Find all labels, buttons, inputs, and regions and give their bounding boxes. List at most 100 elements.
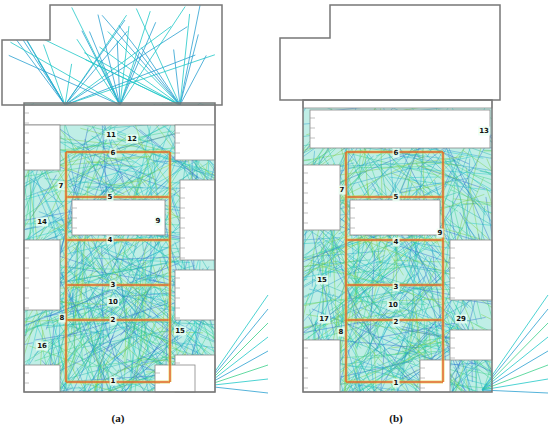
ray-line: [394, 360, 488, 392]
ray-line: [66, 240, 98, 304]
ray-line: [110, 181, 141, 185]
wall-tick: [450, 248, 455, 249]
ray-line: [59, 256, 90, 266]
callout-number: 2: [110, 316, 117, 325]
ray-line: [457, 134, 485, 240]
wall-tick: [175, 308, 180, 309]
callout-number: 6: [110, 149, 117, 158]
wall-tick: [450, 278, 455, 279]
ray-line: [72, 7, 120, 105]
callout-number: 10: [107, 298, 119, 307]
wall-tick: [175, 318, 180, 319]
corridor-line: [66, 197, 170, 198]
ray-line: [469, 361, 492, 392]
ray-line: [117, 41, 120, 105]
ray-line: [126, 257, 169, 326]
wall-tick: [175, 288, 180, 289]
wall-tick: [180, 188, 185, 189]
corridor-band: [66, 239, 170, 242]
callout-number: 1: [393, 379, 400, 388]
corridor-line: [170, 152, 171, 382]
corridor-line: [66, 152, 67, 382]
corridor-band: [65, 152, 68, 382]
ray-line: [402, 346, 442, 349]
ray-line: [111, 256, 215, 329]
ray-line: [122, 338, 215, 392]
wall-tick: [180, 198, 185, 199]
ray-line: [99, 47, 180, 105]
wall-tick: [180, 248, 185, 249]
ray-line: [303, 227, 334, 316]
wall-tick: [155, 373, 160, 374]
wall-tick: [72, 218, 77, 219]
ray-line: [303, 264, 340, 304]
corridor-band: [442, 152, 445, 382]
ray-line: [84, 53, 180, 105]
corridor-line: [66, 285, 170, 286]
corridor-line: [66, 320, 170, 321]
callout-number: 1: [110, 377, 117, 386]
ray-line: [68, 323, 118, 386]
ray-line: [368, 298, 384, 355]
corridor-band: [66, 319, 170, 322]
wall-tick: [175, 143, 180, 144]
wall-tick: [310, 128, 315, 129]
ray-line: [303, 271, 313, 334]
ray-line: [120, 11, 150, 105]
ray-line: [119, 313, 150, 337]
ray-line: [104, 161, 177, 195]
ray-line: [62, 351, 112, 392]
ray-line: [484, 211, 492, 218]
wall-tick: [180, 208, 185, 209]
wall-tick: [420, 388, 425, 389]
wall-tick: [72, 208, 77, 209]
panel-caption: (b): [388, 412, 403, 425]
wall-tick: [450, 348, 455, 349]
ray-line: [484, 151, 492, 154]
ray-line: [65, 55, 195, 105]
ray-line: [94, 349, 143, 392]
callout-number: 10: [387, 301, 399, 310]
ray-line: [79, 221, 175, 321]
ray-line: [303, 227, 309, 331]
ray-line: [448, 150, 492, 166]
callout-number: 5: [107, 193, 114, 202]
callout-number: 16: [36, 342, 48, 351]
callout-number: 2: [393, 318, 400, 327]
ray-line: [8, 17, 65, 105]
wall-tick: [180, 258, 185, 259]
coverage-ground: [24, 103, 215, 392]
callout-number: 3: [110, 281, 117, 290]
callout-number: 15: [174, 327, 186, 336]
ray-line: [445, 160, 492, 204]
ray-line: [65, 64, 72, 105]
callout-number: 7: [339, 186, 346, 195]
callout-number: 8: [59, 314, 66, 323]
ray-line: [65, 27, 187, 105]
wall-tick: [180, 218, 185, 219]
wall-tick: [420, 378, 425, 379]
wall-tick: [420, 368, 425, 369]
ray-line: [100, 303, 115, 359]
ray-line: [39, 182, 67, 193]
ray-line: [44, 45, 65, 105]
panel-caption: (a): [111, 412, 126, 425]
ray-line: [70, 134, 129, 187]
wall-tick: [175, 278, 180, 279]
ray-line: [303, 243, 321, 248]
wall-tick: [450, 358, 455, 359]
ray-line: [59, 128, 88, 263]
wall-tick: [350, 218, 355, 219]
wall-tick: [175, 298, 180, 299]
ray-line: [416, 164, 459, 179]
ray-line: [392, 316, 448, 366]
ray-line: [350, 276, 426, 347]
ray-line: [141, 48, 180, 105]
corridor-band: [66, 381, 170, 384]
callout-number: 9: [155, 217, 162, 226]
room: [420, 360, 450, 392]
callout-number: 29: [455, 315, 467, 324]
corridor-line: [346, 152, 347, 382]
wall-tick: [175, 153, 180, 154]
